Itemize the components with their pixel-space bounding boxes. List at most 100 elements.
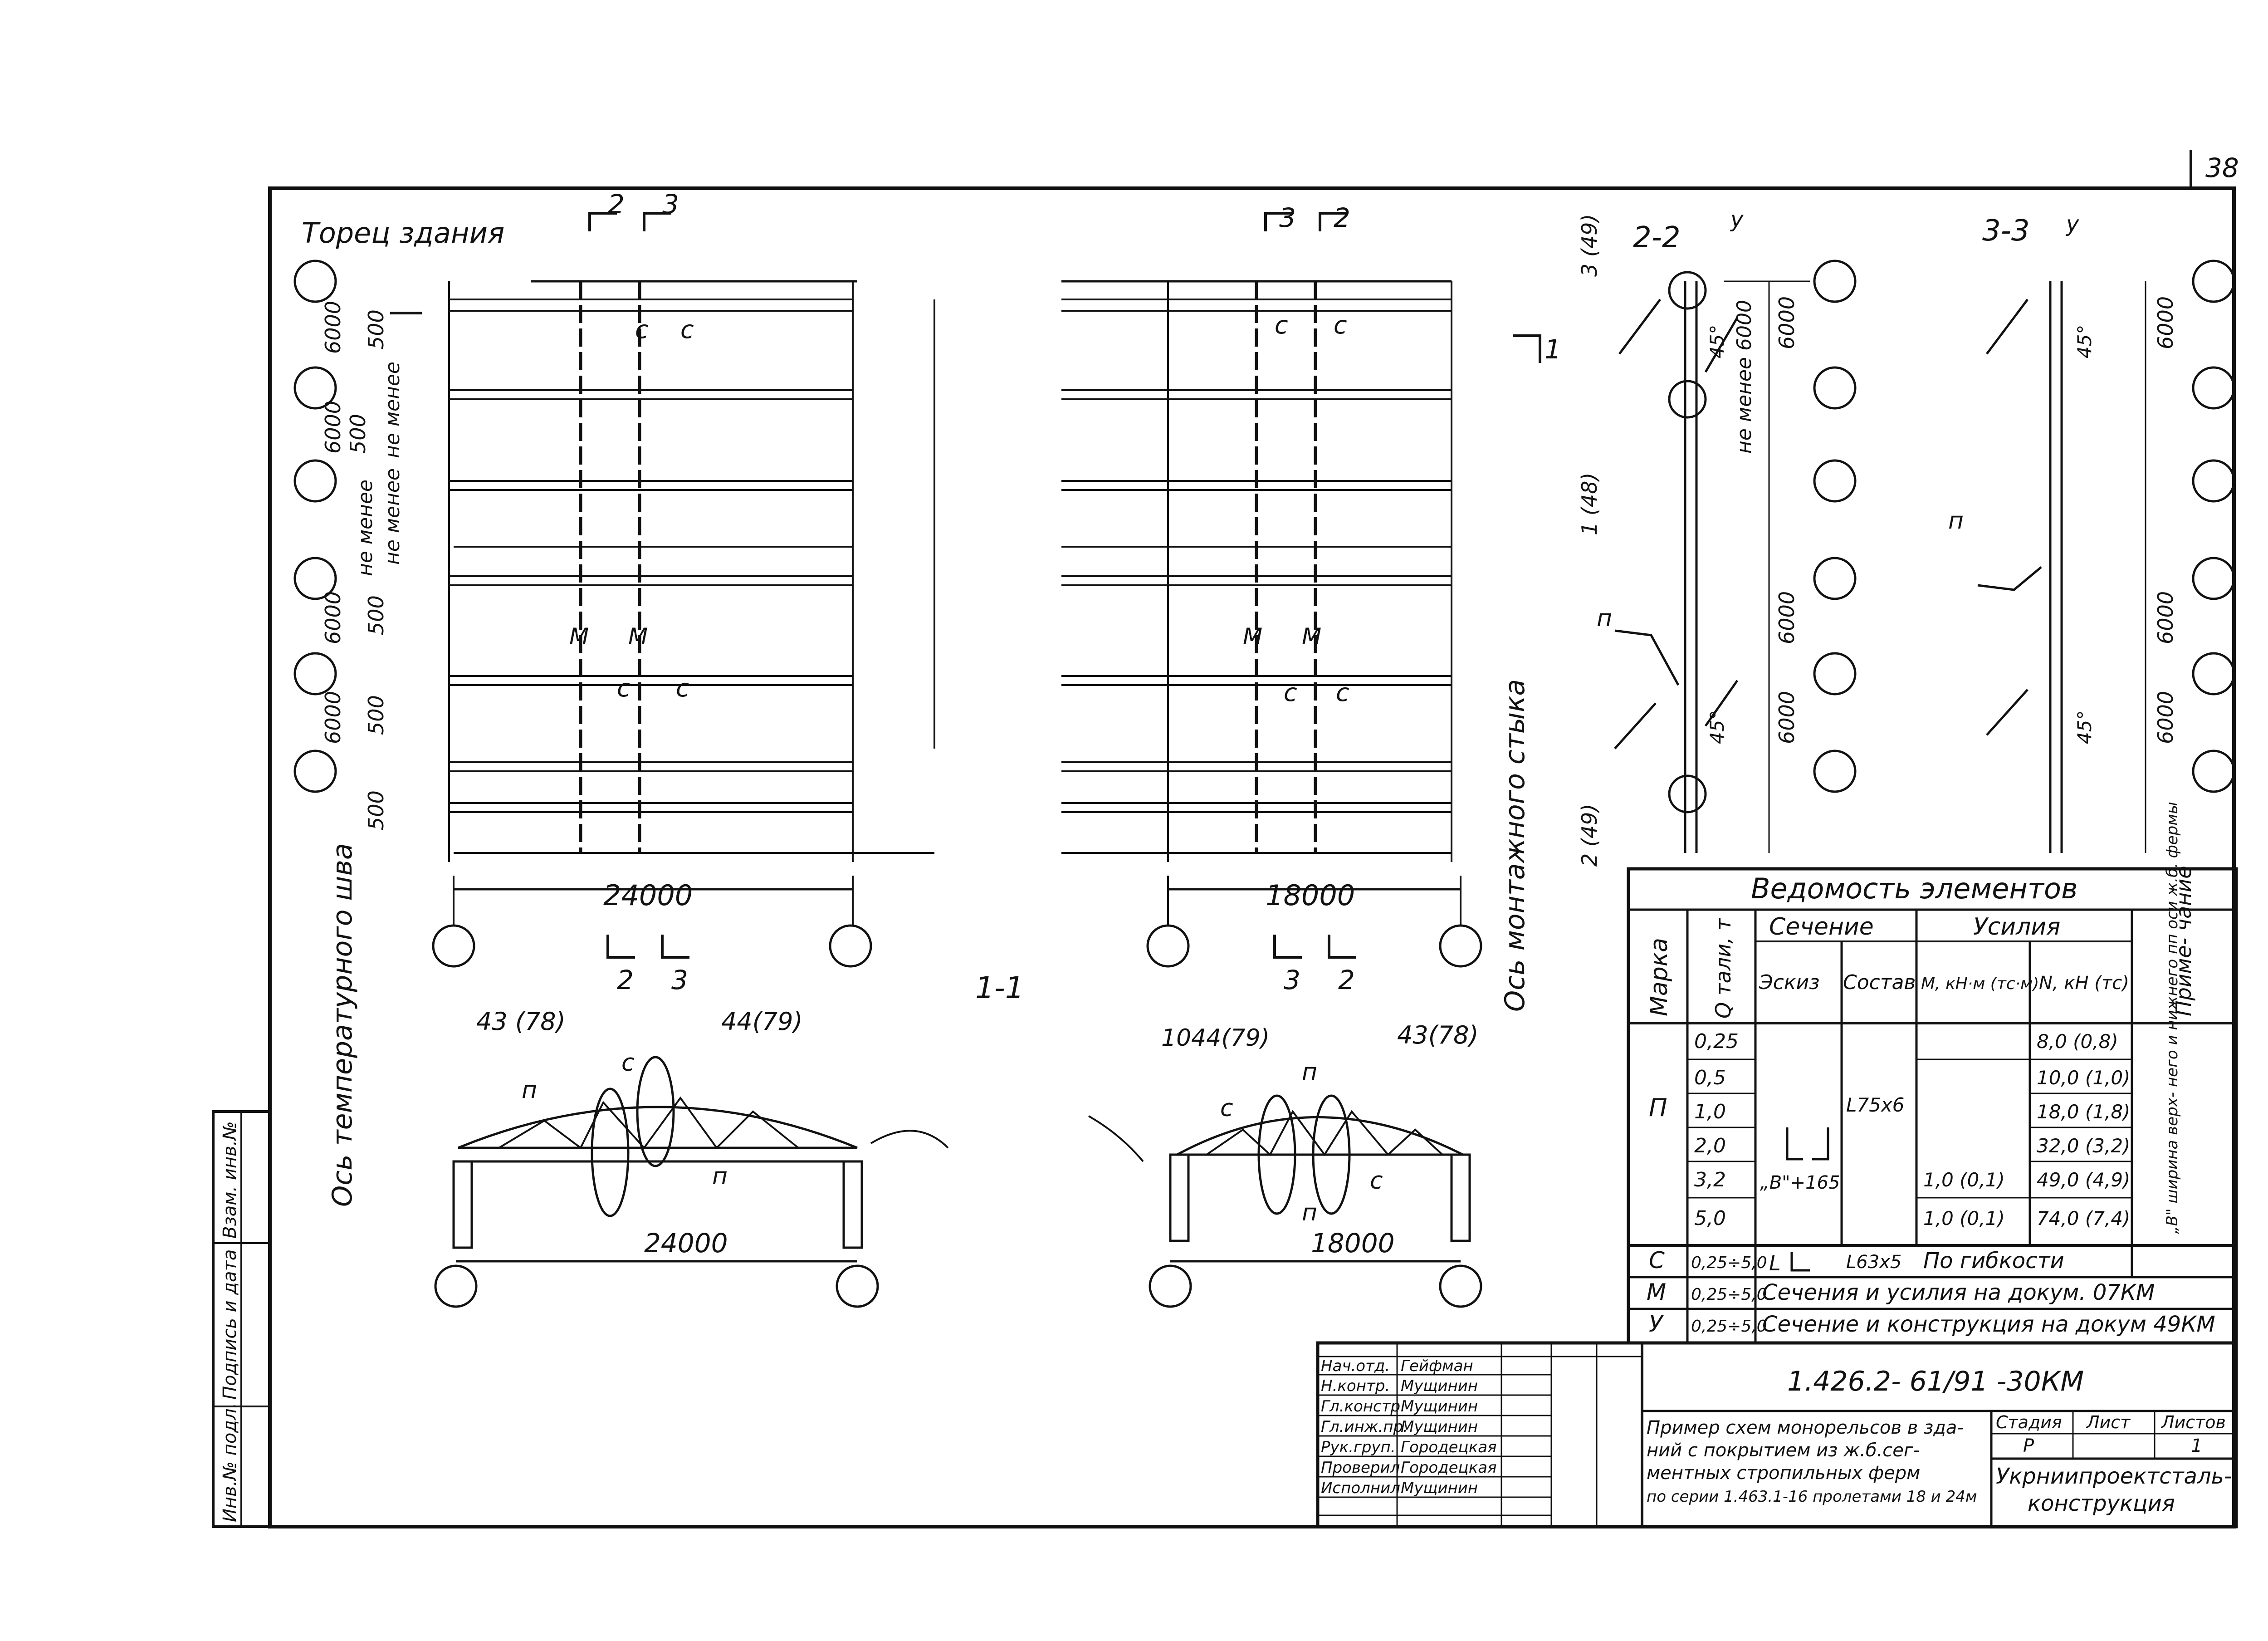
- schedule-title: Ведомость элементов: [1751, 872, 2077, 905]
- title-sheet-label: Лист: [2086, 1412, 2131, 1432]
- section-3-3-dim-6000-b: 6000: [2153, 591, 2178, 644]
- schedule-head-sechenie: Сечение: [1769, 913, 1874, 941]
- schedule-p-sostav: L75х6: [1846, 1094, 1904, 1116]
- title-role-3: Гл.инж.пр.: [1321, 1418, 1408, 1436]
- section-2-2: [1614, 260, 1857, 853]
- schedule-p-mark: П: [1649, 1093, 1667, 1122]
- plan-sec-2-top-left: 2: [608, 189, 625, 220]
- schedule-p-q-2: 1,0: [1694, 1100, 1726, 1123]
- schedule-p-n-4: 49,0 (4,9): [2037, 1169, 2130, 1191]
- schedule-head-usiliya: Усилия: [1973, 913, 2060, 941]
- schedule-head-m: М, кН·м (тс·м): [1921, 975, 2039, 993]
- title-role-2: Гл.констр.: [1321, 1397, 1405, 1416]
- plan-sec-2-bot-left: 2: [617, 965, 634, 995]
- plan-sec-1: 1: [1545, 334, 1561, 365]
- plan-dim-500-c: 500: [364, 595, 388, 635]
- plan-dim-ne-menee-b: не менее: [381, 468, 404, 565]
- schedule-row-c-text: По гибкости: [1923, 1248, 2064, 1274]
- schedule-row-u-text: Сечение и конструкция на докум 49КМ: [1762, 1312, 2215, 1337]
- section-3-3-angle-2: 45°: [2073, 710, 2096, 744]
- section-2-2-label-u: у: [1730, 207, 1744, 232]
- title-desc-3: по серии 1.463.1-16 пролетами 18 и 24м: [1647, 1488, 1977, 1506]
- plan-label-c-2: с: [680, 315, 694, 344]
- plan-sec-2-bot-right: 2: [1338, 965, 1355, 995]
- side-stamp-inv: Инв.№ подл.: [220, 1403, 240, 1522]
- plan-label-m-3: М: [1243, 623, 1262, 650]
- title-name-2: Мущинин: [1401, 1397, 1478, 1416]
- sheet-frame: [268, 186, 2236, 1528]
- title-name-4: Городецкая: [1401, 1438, 1497, 1456]
- section-2-2-ref-mid: 1 (48): [1577, 473, 1602, 535]
- section-2-2-dim: не менее 6000: [1733, 300, 1756, 454]
- title-block: [1316, 1341, 2238, 1528]
- schedule-head-n: N, кН (тс): [2039, 973, 2129, 994]
- plan-span-right: 18000: [1266, 879, 1355, 912]
- title-doc-code: 1.426.2- 61/91 -30КМ: [1787, 1366, 2084, 1397]
- section-2-2-dim-6000-b: 6000: [1774, 591, 1799, 644]
- title-role-4: Рук.груп.: [1321, 1438, 1396, 1456]
- section-1-1-label-p-4: п: [1302, 1199, 1317, 1226]
- schedule-row-m-q: 0,25÷5,0: [1691, 1285, 1767, 1304]
- side-stamp-vzam: Взам. инв.№: [220, 1121, 240, 1239]
- section-1-1-label-p-3: п: [1302, 1058, 1317, 1086]
- title-desc-0: Пример схем монорельсов в зда-: [1647, 1417, 1964, 1438]
- title-role-5: Проверил: [1321, 1459, 1400, 1477]
- side-stamp-sign: Подпись и дата: [220, 1249, 240, 1400]
- plan-label-c-7: с: [1284, 678, 1297, 707]
- schedule-row-c-eskiz: L: [1769, 1251, 1781, 1275]
- section-3-3-label-p: п: [1948, 507, 1964, 534]
- plan-torets-label: Торец здания: [302, 216, 504, 250]
- plan-sec-3-top-right: 3: [1279, 202, 1296, 233]
- title-org-1: конструкция: [2028, 1491, 2175, 1516]
- title-stage: Р: [2023, 1435, 2034, 1456]
- plan-dim-6000-a: 6000: [321, 301, 345, 354]
- title-desc-2: ментных стропильных ферм: [1647, 1463, 1920, 1484]
- plan-label-c-1: с: [635, 315, 649, 344]
- schedule-p-n-5: 74,0 (7,4): [2037, 1207, 2130, 1230]
- section-3-3: [1977, 260, 2235, 853]
- title-role-0: Нач.отд.: [1321, 1357, 1390, 1375]
- plan-label-c-8: с: [1336, 678, 1349, 707]
- section-1-1-label-p-2: п: [712, 1163, 728, 1190]
- title-name-3: Мущинин: [1401, 1418, 1478, 1436]
- plan-label-c-6: с: [1334, 311, 1347, 339]
- section-2-2-title: 2-2: [1633, 221, 1681, 255]
- section-1-1-right-node-b: 43(78): [1397, 1021, 1479, 1049]
- title-name-0: Гейфман: [1401, 1357, 1473, 1375]
- section-3-3-angle-1: 45°: [2073, 325, 2096, 358]
- schedule-row-c-sostav: L63х5: [1846, 1252, 1901, 1273]
- schedule-row-c-q: 0,25÷5,0: [1691, 1254, 1767, 1272]
- plan-dim-6000-c: 6000: [321, 591, 345, 644]
- title-sheets: 1: [2191, 1435, 2202, 1456]
- schedule-p-q-0: 0,25: [1694, 1030, 1739, 1053]
- section-1-1-label-c-2: с: [1220, 1095, 1233, 1122]
- section-1-1-label-c-1: с: [621, 1049, 635, 1077]
- plan-label-c-4: с: [676, 674, 689, 702]
- plan-view: [293, 212, 1541, 968]
- schedule-p-q-3: 2,0: [1694, 1134, 1726, 1157]
- plan-label-m-2: М: [628, 623, 648, 650]
- schedule-head-marka: Марка: [1646, 938, 1673, 1016]
- schedule-head-sostav: Состав: [1843, 971, 1916, 994]
- schedule-p-m-4: 1,0 (0,1): [1923, 1169, 2005, 1191]
- schedule-p-n-3: 32,0 (3,2): [2037, 1135, 2130, 1157]
- side-stamp: Инв.№ подл. Подпись и дата Взам. инв.№: [212, 1110, 271, 1528]
- title-org-0: Укрниипроектсталь-: [1996, 1464, 2232, 1489]
- plan-axis-temp-label: Ось температурного шва: [327, 843, 358, 1207]
- section-1-1-right-node-a: 1044(79): [1161, 1024, 1270, 1052]
- section-1-1-span-left: 24000: [644, 1228, 728, 1259]
- schedule-row-u-mark: У: [1649, 1311, 1664, 1337]
- schedule-p-m-5: 1,0 (0,1): [1923, 1207, 2005, 1230]
- plan-dim-6000-b: 6000: [321, 401, 345, 454]
- plan-label-c-5: с: [1275, 311, 1288, 339]
- title-sheets-label: Листов: [2160, 1412, 2226, 1432]
- schedule-head-q: Q тали, т: [1711, 918, 1735, 1019]
- plan-sec-3-top-left: 3: [662, 189, 679, 220]
- schedule-row-m-mark: М: [1647, 1279, 1666, 1305]
- plan-sec-3-bot-left: 3: [671, 965, 688, 995]
- schedule-p-q-1: 0,5: [1694, 1066, 1726, 1089]
- plan-dim-ne-menee-c: не менее: [354, 480, 377, 576]
- schedule-p-eskiz: „В"+165: [1760, 1172, 1840, 1193]
- section-2-2-label-p: п: [1597, 605, 1612, 632]
